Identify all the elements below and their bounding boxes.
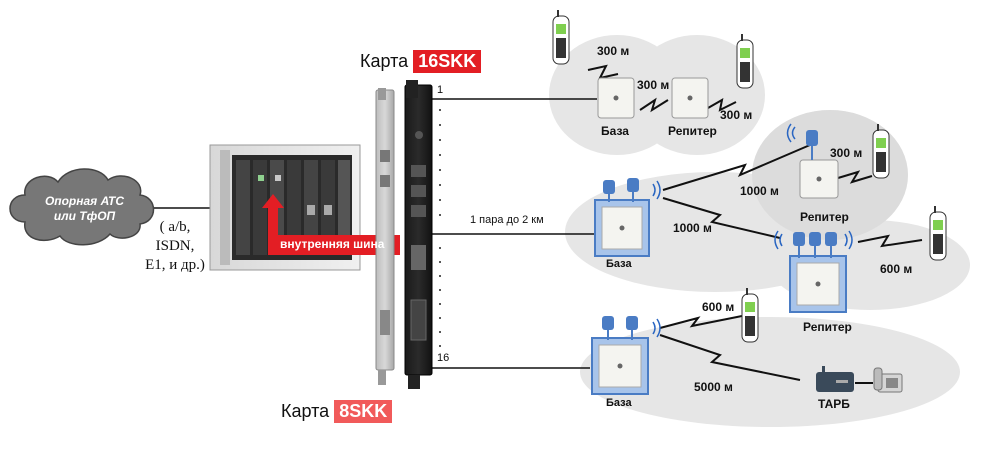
tarb-label: ТАРБ <box>818 397 850 411</box>
connection-lines <box>145 98 597 369</box>
distance-label: 1000 м <box>673 221 712 235</box>
repeater1-label: Репитер <box>668 124 717 138</box>
card-16skk-code: 16SKK <box>413 50 482 73</box>
desk-phone-icon <box>873 367 903 393</box>
bus-label: внутренняя шина <box>280 237 385 251</box>
interfaces-line3: E1, и др.) <box>145 257 205 273</box>
repeater1-device <box>671 77 709 119</box>
distance-label: 600 м <box>702 300 735 314</box>
pair-label: 1 пара до 2 км <box>470 214 544 226</box>
interfaces-label: ( a/b, ISDN, E1, и др.) <box>140 218 210 275</box>
radio-links <box>587 64 923 384</box>
card-8skk <box>375 88 395 385</box>
interfaces-line1: ( a/b, <box>159 219 191 235</box>
base2-device <box>594 178 650 257</box>
distance-label: 5000 м <box>694 380 733 394</box>
base3-device <box>591 316 649 395</box>
cloud-line1: Опорная АТС <box>44 194 125 208</box>
card-8skk-prefix: Карта <box>281 401 330 421</box>
port-top-label: 1 <box>437 84 444 96</box>
repeater3-device <box>789 232 847 313</box>
distance-label: 300 м <box>830 146 863 160</box>
repeater3-label: Репитер <box>803 320 852 334</box>
card-16skk-title: Карта 16SKK <box>360 50 482 73</box>
base1-label: База <box>601 124 629 138</box>
repeater2-device <box>799 130 839 199</box>
repeater2-label: Репитер <box>800 210 849 224</box>
tarb-device <box>816 366 854 392</box>
port-dots <box>439 109 441 347</box>
base3-label: База <box>606 397 632 409</box>
port-bottom-label: 16 <box>437 352 450 364</box>
interfaces-line2: ISDN, <box>155 238 195 254</box>
distance-label: 300 м <box>597 44 630 58</box>
distance-label: 300 м <box>637 78 670 92</box>
distance-label: 1000 м <box>740 184 779 198</box>
cloud-shape <box>9 168 155 246</box>
phone-icon <box>741 288 759 343</box>
cloud-line2: или ТфОП <box>53 209 116 223</box>
signal-arcs <box>652 123 853 338</box>
distance-label: 300 м <box>720 108 753 122</box>
bus-arrow <box>262 194 400 255</box>
phone-icon <box>929 206 947 261</box>
base2-label: База <box>606 258 632 270</box>
cloud-label: Опорная АТС или ТфОП <box>32 194 137 224</box>
phone-icon <box>872 124 890 179</box>
card-8skk-title: Карта 8SKK <box>281 400 393 423</box>
card-16skk-prefix: Карта <box>360 51 409 71</box>
card-16skk <box>404 80 433 389</box>
phone-icon <box>552 10 570 65</box>
distance-label: 600 м <box>880 262 913 276</box>
phones <box>552 10 947 343</box>
card-8skk-code: 8SKK <box>334 400 393 423</box>
base1-device <box>597 77 635 119</box>
zone-base3 <box>580 317 960 427</box>
phone-icon <box>736 34 754 89</box>
